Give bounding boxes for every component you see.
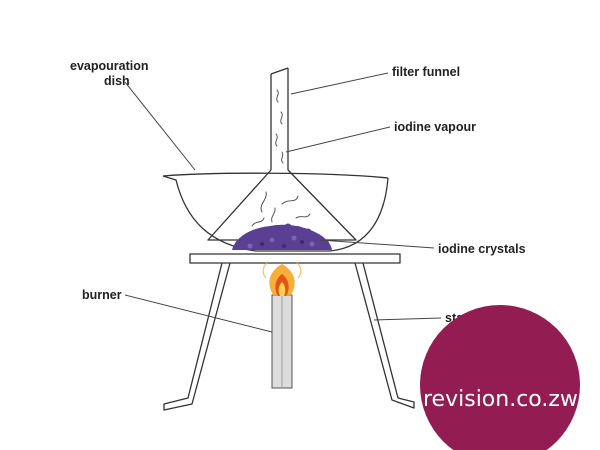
label-filter-funnel: filter funnel [392,65,460,79]
stand-right-leg [354,262,415,409]
watermark-text: revision.co.zw [423,387,578,412]
watermark: revision.co.zw [420,305,580,450]
stand-top-plate [189,253,401,264]
evaporation-dish [162,172,389,252]
funnel-stem [270,67,289,170]
iodine-crystals [232,223,332,250]
label-iodine-crystals: iodine crystals [438,242,526,256]
leader-evaporation-dish [124,81,196,171]
label-evaporation-dish-line1: evapouration [70,59,149,73]
watermark-circle [420,305,580,450]
dish-bowl [162,175,389,252]
filter-funnel [207,67,357,241]
label-burner: burner [82,288,122,302]
dish-rim [162,172,389,179]
burner [271,294,293,389]
leader-iodine-crystals [319,239,435,249]
label-evaporation-dish-line2: dish [104,74,130,88]
leader-filter-funnel [290,72,389,95]
label-iodine-vapour: iodine vapour [394,120,476,134]
leader-iodine-vapour [285,126,391,153]
iodine-vapour [251,89,311,227]
leader-burner [124,294,273,333]
flame [262,261,302,296]
leader-stand [373,317,442,321]
stand-left-leg [163,262,231,411]
leader-lines [124,72,442,333]
stand [163,253,415,411]
